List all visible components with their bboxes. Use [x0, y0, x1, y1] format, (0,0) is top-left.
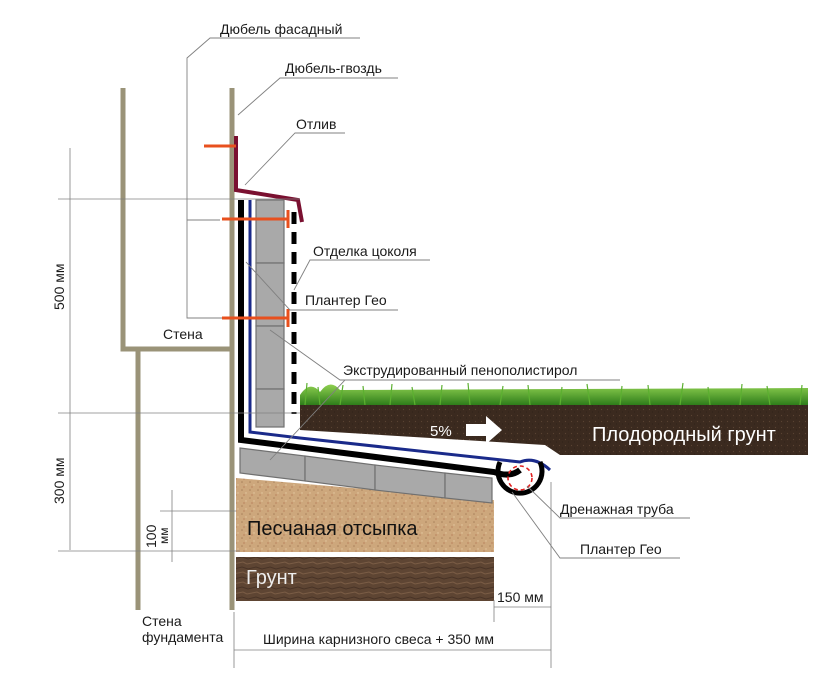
- label-dowel-nail: Дюбель-гвоздь: [285, 60, 382, 76]
- label-fertile-soil: Плодородный грунт: [592, 424, 776, 446]
- label-wall: Стена: [163, 326, 203, 342]
- wall-outline: [120, 88, 235, 610]
- dim-150: 150 мм: [497, 589, 544, 605]
- membrane-black: [238, 200, 522, 478]
- label-xps: Экструдированный пенополистирол: [343, 362, 577, 378]
- fertile-soil-layer: [300, 382, 808, 455]
- drain-pipe: [495, 460, 545, 496]
- ground-layer: [236, 557, 494, 601]
- label-planter-geo-top: Плантер Гео: [305, 292, 387, 308]
- dim-500: 500 мм: [51, 264, 67, 311]
- slope-arrow-icon: [466, 416, 502, 444]
- label-foundation-wall-1: Стена: [142, 613, 182, 629]
- label-dowel-facade: Дюбель фасадный: [220, 21, 342, 37]
- dim-300: 300 мм: [51, 458, 67, 505]
- label-sand-bed: Песчаная отсыпка: [247, 518, 418, 540]
- dowels: [204, 144, 290, 327]
- label-ground: Грунт: [246, 567, 297, 589]
- label-slope: 5%: [430, 423, 452, 440]
- drip-flashing: [234, 136, 304, 223]
- label-drain-pipe: Дренажная труба: [560, 501, 674, 517]
- xps-vertical: [255, 199, 285, 428]
- label-plinth-finish: Отделка цоколя: [313, 243, 417, 259]
- label-planter-geo-bottom: Плантер Гео: [580, 541, 662, 557]
- grass-blades: [304, 382, 803, 406]
- leader-lines: [186, 37, 690, 559]
- xps-horizontal: [239, 447, 493, 504]
- label-foundation-wall-2: фундамента: [142, 629, 223, 645]
- membrane-blue: [248, 200, 552, 472]
- dim-100-value: 100: [143, 524, 159, 548]
- dim-100-unit: мм: [157, 528, 171, 545]
- dim-total-width: Ширина карнизного свеса + 350 мм: [263, 631, 494, 647]
- dimension-lines: [58, 148, 552, 668]
- label-drip: Отлив: [296, 116, 336, 132]
